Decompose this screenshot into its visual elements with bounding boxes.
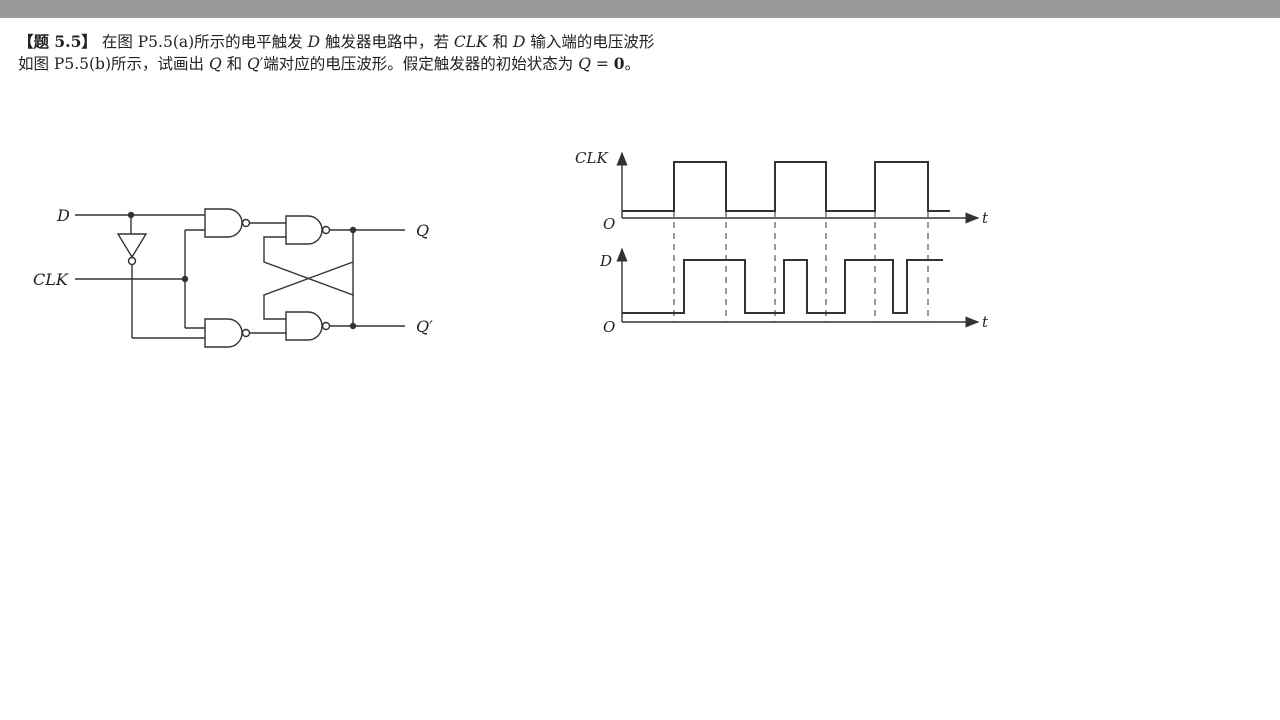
nand-gate-input-top bbox=[204, 208, 243, 238]
nand-gate-latch-bottom-bubble bbox=[321, 321, 331, 331]
d-waveform bbox=[622, 259, 943, 314]
text-run: 。 bbox=[624, 55, 641, 73]
waveform-label-origin-clk: O bbox=[603, 215, 615, 233]
text-run: Q bbox=[208, 55, 222, 73]
circuit-labels: D CLK Q Q′ bbox=[33, 206, 433, 336]
junction-q bbox=[349, 226, 357, 234]
waveform-diagram bbox=[616, 151, 980, 328]
inverter bbox=[116, 233, 148, 259]
problem-number: 【题 5.5】 bbox=[18, 32, 97, 51]
nand-gate-input-bottom-bubble bbox=[241, 328, 251, 338]
waveform-label-origin-d: O bbox=[603, 318, 615, 336]
waveform-label-d: D bbox=[599, 252, 612, 270]
text-run: 在图 P5.5(a)所示的电平触发 bbox=[101, 33, 308, 51]
nand-gate-latch-bottom bbox=[285, 311, 323, 341]
text-run: CLK bbox=[453, 33, 488, 51]
waveform-label-clk: CLK bbox=[575, 149, 608, 167]
nand-gate-input-bottom bbox=[204, 318, 243, 348]
edge-guides bbox=[673, 211, 929, 322]
text-run: 端对应的电压波形。假定触发器的初始状态为 bbox=[263, 55, 579, 73]
problem-line-2-text: 如图 P5.5(b)所示，试画出 Q 和 Q′端对应的电压波形。假定触发器的初始… bbox=[18, 55, 640, 73]
problem-statement: 【题 5.5】 在图 P5.5(a)所示的电平触发 D 触发器电路中，若 CLK… bbox=[18, 34, 1018, 78]
text-run: Q bbox=[578, 55, 591, 73]
text-run: 触发器电路中，若 bbox=[320, 33, 454, 51]
text-run: 和 bbox=[221, 55, 248, 73]
text-run: Q′ bbox=[247, 55, 264, 73]
problem-line-2: 如图 P5.5(b)所示，试画出 Q 和 Q′端对应的电压波形。假定触发器的初始… bbox=[18, 56, 1018, 78]
text-run: = bbox=[590, 55, 614, 73]
text-run: 输入端的电压波形 bbox=[525, 33, 655, 51]
waveform-label-t-clk: t bbox=[982, 209, 989, 227]
text-run: D bbox=[512, 33, 526, 51]
junction-clk bbox=[181, 275, 189, 283]
waveform-labels: CLK O t D O t bbox=[575, 149, 989, 336]
top-bar bbox=[0, 0, 1280, 18]
wire-qbar-feedback bbox=[263, 261, 354, 320]
junction-d bbox=[127, 211, 135, 219]
circuit-label-d: D bbox=[56, 206, 70, 225]
circuit-label-qbar: Q′ bbox=[416, 317, 433, 336]
nand-gate-input-top-bubble bbox=[241, 218, 251, 228]
problem-line-1: 【题 5.5】 在图 P5.5(a)所示的电平触发 D 触发器电路中，若 CLK… bbox=[18, 34, 1018, 56]
text-run: D bbox=[307, 33, 321, 51]
text-run: 和 bbox=[487, 33, 513, 51]
inverter-bubble bbox=[127, 256, 137, 266]
wire-q-feedback bbox=[263, 230, 354, 297]
circuit-diagram bbox=[75, 208, 405, 348]
junction-qbar bbox=[349, 322, 357, 330]
nand-gate-latch-top-bubble bbox=[321, 225, 331, 235]
nand-gate-latch-top bbox=[285, 215, 323, 245]
problem-line-1-text: 在图 P5.5(a)所示的电平触发 D 触发器电路中，若 CLK 和 D 输入端… bbox=[102, 33, 655, 51]
text-run: 0 bbox=[613, 54, 625, 73]
circuit-label-clk: CLK bbox=[33, 270, 69, 289]
text-run: 如图 P5.5(b)所示，试画出 bbox=[18, 55, 209, 73]
waveform-label-t-d: t bbox=[982, 313, 989, 331]
clk-waveform bbox=[622, 161, 950, 212]
circuit-label-q: Q bbox=[416, 221, 429, 240]
